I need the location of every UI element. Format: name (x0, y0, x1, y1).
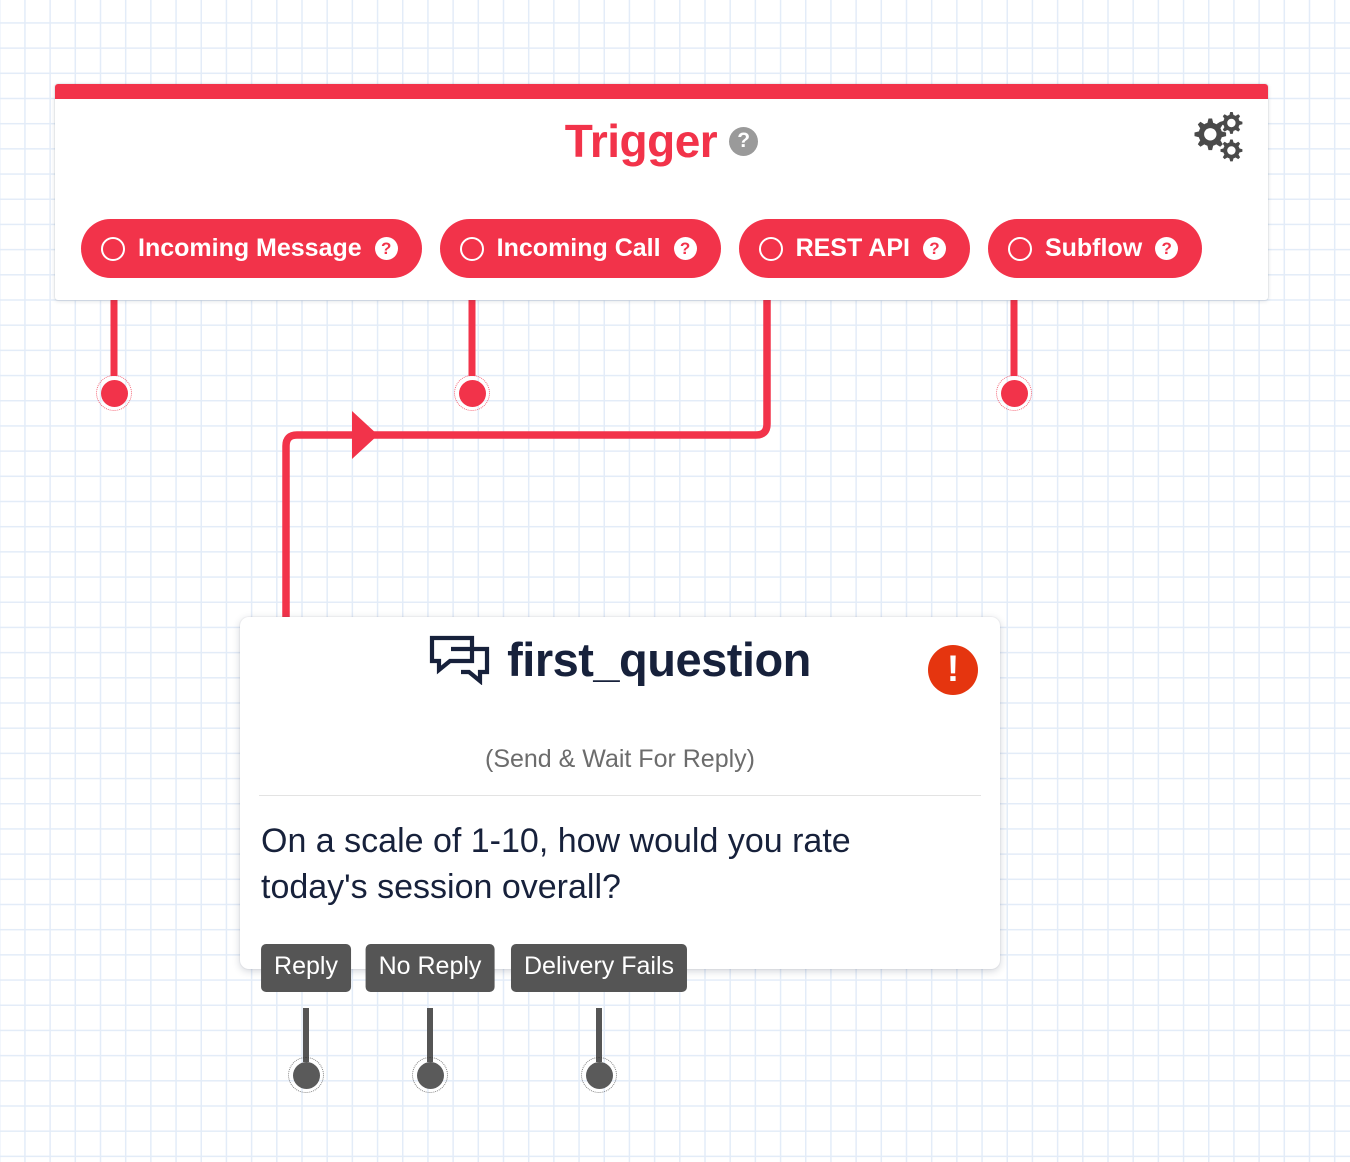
port-dot (292, 1061, 320, 1089)
trigger-pill-label: Incoming Call (496, 234, 661, 262)
trigger-port-ring-icon (758, 236, 783, 261)
trigger-pill-help-icon[interactable]: ? (673, 237, 697, 260)
trigger-pill-label: Incoming Message (138, 234, 362, 262)
gears-icon[interactable] (1184, 108, 1246, 164)
output-port-incoming-message[interactable] (96, 375, 132, 411)
trigger-title: Trigger (564, 115, 718, 167)
trigger-pill-incoming-message[interactable]: Incoming Message ? (81, 219, 422, 278)
trigger-pill-label: REST API (795, 234, 910, 262)
output-port-delivery-fails[interactable] (581, 1057, 617, 1093)
output-port-no-reply[interactable] (412, 1057, 448, 1093)
port-dot (100, 379, 128, 407)
port-dot (1000, 379, 1028, 407)
gears-icon-svg (1194, 112, 1243, 162)
comments-icon (429, 635, 491, 686)
comments-icon-svg (430, 635, 490, 686)
trigger-panel-accent-bar (55, 84, 1268, 99)
node-subtitle: (Send & Wait For Reply) (485, 745, 755, 773)
node-divider (259, 795, 981, 796)
trigger-pill-help-icon[interactable]: ? (922, 237, 946, 260)
output-label-delivery-fails[interactable]: Delivery Fails (510, 944, 688, 992)
node-message-text: On a scale of 1-10, how would you rate t… (261, 822, 851, 907)
node-card-first-question[interactable]: first_question ! (Send & Wait For Reply)… (240, 617, 1000, 969)
trigger-pill-incoming-call[interactable]: Incoming Call ? (439, 219, 721, 278)
node-header: first_question (240, 633, 1000, 687)
trigger-help-icon[interactable]: ? (729, 126, 759, 156)
output-label-no-reply[interactable]: No Reply (365, 944, 495, 992)
trigger-title-row: Trigger ? (55, 118, 1268, 164)
trigger-port-ring-icon (101, 236, 125, 261)
trigger-pill-help-icon[interactable]: ? (374, 237, 398, 260)
error-indicator-icon[interactable]: ! (928, 645, 978, 695)
output-label-reply[interactable]: Reply (261, 944, 351, 992)
output-port-subflow[interactable] (996, 375, 1032, 411)
edge-arrowhead-icon (352, 411, 378, 459)
trigger-port-ring-icon (1007, 236, 1032, 261)
trigger-pill-help-icon[interactable]: ? (1155, 237, 1179, 260)
output-port-reply[interactable] (288, 1057, 324, 1093)
exclamation-glyph: ! (946, 648, 960, 689)
trigger-panel[interactable]: Trigger ? Incoming Message ? (55, 84, 1268, 300)
trigger-pill-subflow[interactable]: Subflow ? (987, 219, 1203, 278)
trigger-port-ring-icon (459, 236, 484, 261)
edge-restapi-to-first-question (282, 283, 771, 624)
trigger-pill-label: Subflow (1044, 234, 1143, 262)
trigger-pill-rest-api[interactable]: REST API ? (738, 219, 970, 278)
output-port-incoming-call[interactable] (454, 375, 490, 411)
port-dot (585, 1061, 613, 1089)
trigger-pill-row: Incoming Message ? Incoming Call ? REST … (81, 219, 1203, 278)
port-dot (416, 1061, 444, 1089)
node-title: first_question (507, 633, 811, 686)
port-dot (458, 379, 486, 407)
